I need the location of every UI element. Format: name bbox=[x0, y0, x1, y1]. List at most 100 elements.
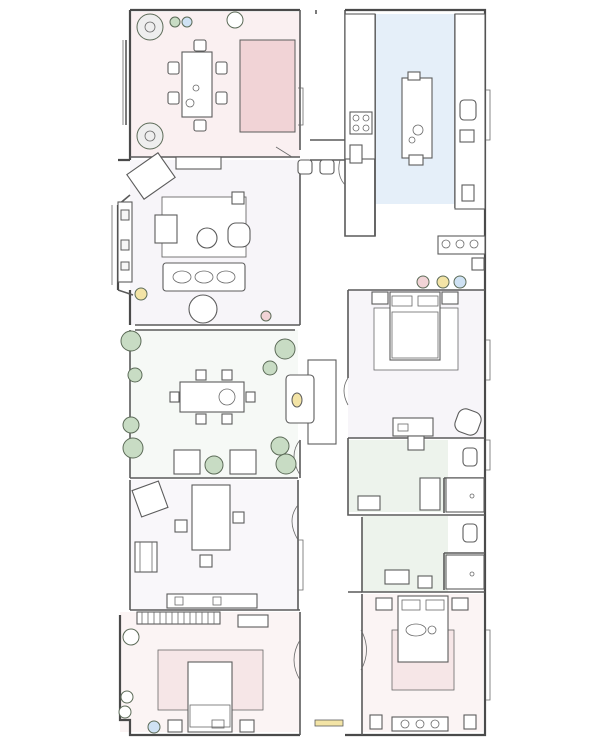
stool-a bbox=[297, 159, 313, 175]
chair-icon bbox=[221, 369, 233, 381]
sink-icon bbox=[349, 144, 363, 164]
counter bbox=[344, 13, 376, 160]
plant-icon bbox=[120, 330, 142, 352]
entry-mat bbox=[314, 719, 344, 727]
table-icon bbox=[181, 51, 213, 118]
sideboard bbox=[175, 156, 222, 170]
plant-icon bbox=[275, 453, 297, 475]
living-room bbox=[117, 152, 272, 324]
bathroom-upper bbox=[357, 447, 485, 513]
chair-icon bbox=[193, 39, 207, 52]
chair-icon bbox=[195, 369, 207, 381]
bathroom-lower bbox=[384, 523, 485, 590]
round-table bbox=[188, 294, 218, 324]
plant-icon bbox=[226, 11, 244, 29]
stool-b bbox=[319, 159, 335, 175]
chair-icon bbox=[231, 191, 245, 205]
armchair bbox=[154, 214, 178, 244]
plant-icon bbox=[204, 455, 224, 475]
shower bbox=[445, 554, 485, 590]
plant-icon bbox=[120, 690, 134, 704]
dining-room-top bbox=[136, 11, 296, 150]
chair-icon bbox=[232, 511, 245, 524]
chair-icon bbox=[174, 519, 188, 533]
plant-icon bbox=[127, 367, 143, 383]
stove-icon bbox=[349, 111, 373, 135]
sink-icon bbox=[384, 569, 410, 585]
chair-icon bbox=[195, 413, 207, 425]
chair-icon bbox=[215, 91, 228, 105]
chair-icon bbox=[215, 61, 228, 75]
chair-icon bbox=[407, 435, 425, 451]
armchair bbox=[454, 408, 482, 436]
chair-icon bbox=[369, 714, 383, 730]
bed-icon bbox=[389, 291, 441, 361]
chair-icon bbox=[193, 119, 207, 132]
plant-icon bbox=[416, 275, 430, 289]
toilet-icon bbox=[462, 447, 478, 467]
study bbox=[131, 480, 258, 609]
chair-icon bbox=[167, 91, 180, 105]
sofa-icon bbox=[162, 262, 246, 292]
chair-icon bbox=[245, 391, 256, 403]
cabinet bbox=[417, 575, 433, 589]
chair-icon bbox=[463, 714, 477, 730]
plant-icon bbox=[181, 16, 193, 28]
desk bbox=[392, 417, 434, 437]
radiator bbox=[136, 611, 221, 625]
bathtub bbox=[419, 477, 441, 511]
dresser bbox=[237, 614, 269, 628]
nightstand bbox=[371, 291, 389, 305]
corridor bbox=[285, 159, 344, 727]
bed-icon bbox=[397, 595, 449, 663]
nightstand bbox=[451, 597, 469, 611]
cabinet bbox=[471, 257, 485, 271]
plant-icon bbox=[136, 122, 164, 150]
bedroom-bottom-left bbox=[118, 611, 269, 734]
armchair bbox=[227, 222, 251, 248]
table-icon bbox=[179, 381, 245, 413]
plant-icon bbox=[260, 310, 272, 322]
armchair bbox=[131, 480, 169, 518]
shower bbox=[445, 477, 485, 513]
bed-icon bbox=[187, 661, 233, 733]
plant-icon bbox=[453, 275, 467, 289]
bedroom-right-lower bbox=[369, 595, 477, 732]
sink-icon bbox=[357, 495, 381, 511]
counter bbox=[437, 235, 486, 255]
plant-icon bbox=[134, 287, 148, 301]
plant-icon bbox=[262, 360, 278, 376]
chaise bbox=[126, 152, 176, 200]
plant-icon bbox=[169, 16, 181, 28]
chair-icon bbox=[408, 154, 424, 166]
kitchen bbox=[344, 13, 486, 289]
plant-icon bbox=[122, 416, 140, 434]
chair-icon bbox=[199, 554, 213, 568]
bookshelf bbox=[134, 541, 158, 573]
dining-lounge bbox=[120, 330, 297, 475]
appliance bbox=[459, 129, 475, 143]
chair-icon bbox=[407, 71, 421, 81]
nightstand bbox=[167, 719, 183, 733]
rug bbox=[239, 39, 296, 133]
appliance bbox=[461, 184, 475, 202]
armchair bbox=[229, 449, 257, 475]
sideboard bbox=[391, 716, 449, 732]
chair-icon bbox=[221, 413, 233, 425]
plant-icon bbox=[122, 628, 140, 646]
coffee-table bbox=[196, 227, 218, 249]
nightstand bbox=[441, 291, 459, 305]
chair-icon bbox=[167, 61, 180, 75]
plant-icon bbox=[118, 705, 132, 719]
nightstand bbox=[239, 719, 255, 733]
plant-icon bbox=[147, 720, 161, 734]
desk bbox=[191, 484, 231, 551]
armchair bbox=[173, 449, 201, 475]
plant-icon bbox=[274, 338, 296, 360]
nightstand bbox=[375, 597, 393, 611]
sideboard bbox=[166, 593, 258, 609]
corridor-cushion bbox=[291, 392, 303, 408]
plant-icon bbox=[436, 275, 450, 289]
bedroom-right-upper bbox=[371, 291, 482, 451]
